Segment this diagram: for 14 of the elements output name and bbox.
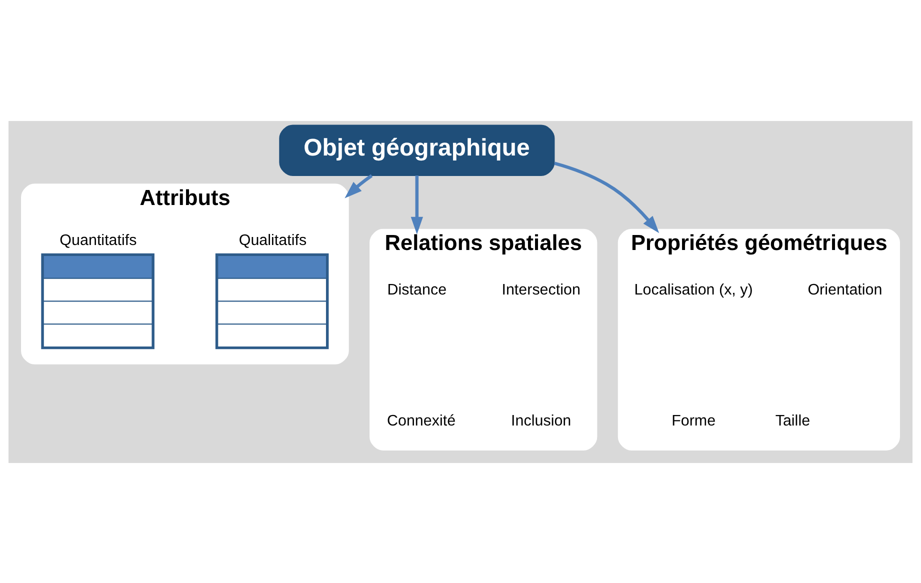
label: Taille	[775, 412, 810, 430]
label: Inclusion	[511, 412, 572, 430]
node-label: Qualitatifs	[238, 231, 307, 248]
arrow	[554, 161, 660, 233]
arrow	[410, 175, 424, 234]
label: Intersection	[502, 280, 580, 298]
label: Connexité	[386, 412, 456, 430]
label: Orientation	[808, 280, 882, 298]
node-box: Objet géographique	[279, 124, 555, 176]
label: Distance	[387, 280, 447, 298]
node-label: Quantitatifs	[60, 231, 137, 248]
label: Forme	[672, 412, 716, 430]
label: Localisation (x, y)	[634, 280, 753, 298]
arrow	[344, 174, 373, 198]
